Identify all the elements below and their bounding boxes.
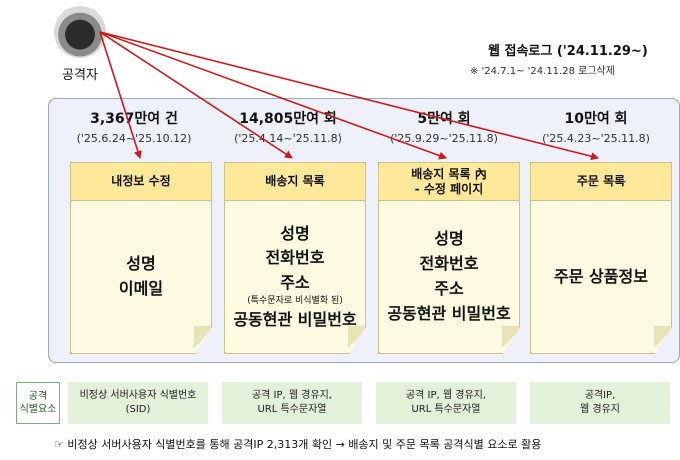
card-2-note: (특수문자로 비식별화 된) <box>247 295 343 306</box>
card-my-info-edit: 내정보 수정 성명 이메일 <box>70 162 212 354</box>
footer-note: ☞ 비정상 서버사용자 식별번호를 통해 공격IP 2,313개 확인 → 배송… <box>54 438 542 451</box>
attacker-label: 공격자 <box>62 68 98 83</box>
card-shipping-list: 배송지 목록 성명 전화번호 주소 (특수문자로 비식별화 된) 공동현관 비밀… <box>224 162 366 354</box>
column-2-header: 14,805만여 회 ('25.4.14~'25.11.8) <box>214 108 362 145</box>
card-shipping-edit-page: 배송지 목록 內 - 수정 페이지 성명 전화번호 주소 공동현관 비밀번호 <box>378 162 520 354</box>
weblog-note: ※ '24.7.1~ '24.11.28 로그삭제 <box>470 66 615 77</box>
weblog-title: 웹 접속로그 ('24.11.29~) <box>488 44 648 59</box>
card-2-item: 공동현관 비밀번호 <box>233 309 357 329</box>
column-3-period: ('25.9.29~'25.11.8) <box>390 132 498 145</box>
identifier-box-3: 공격 IP, 웹 경유지, URL 특수문자열 <box>376 382 516 424</box>
arrow-to-order-list <box>99 31 599 161</box>
card-4-caption: 주문 목록 <box>531 163 671 201</box>
card-4-item: 주문 상품정보 <box>554 266 648 286</box>
column-4-count: 10만여 회 <box>564 111 628 127</box>
hooded-hacker-icon <box>54 6 106 58</box>
column-4-period: ('25.4.23~'25.11.8) <box>542 132 650 145</box>
card-1-item: 성명 <box>126 254 156 274</box>
identifier-row-label: 공격 식별요소 <box>16 382 60 424</box>
card-3-item: 주소 <box>434 279 464 298</box>
card-3-item: 전화번호 <box>419 254 479 274</box>
card-1-caption: 내정보 수정 <box>71 163 211 201</box>
card-3-caption: 배송지 목록 內 - 수정 페이지 <box>379 163 519 201</box>
arrow-to-shipping-list <box>99 31 293 159</box>
identifier-box-4: 공격IP, 웹 경유지 <box>530 382 670 424</box>
identifier-box-2: 공격 IP, 웹 경유지, URL 특수문자열 <box>222 382 362 424</box>
card-3-item: 성명 <box>434 229 464 249</box>
column-2-period: ('25.4.14~'25.11.8) <box>234 132 342 145</box>
card-2-item: 전화번호 <box>265 248 325 268</box>
attacker: 공격자 <box>42 6 118 83</box>
card-3-item: 공동현관 비밀번호 <box>387 303 511 323</box>
card-2-item: 성명 <box>280 223 310 243</box>
arrow-to-my-info-edit <box>99 31 142 159</box>
card-2-item: 주소 <box>280 273 310 293</box>
identifier-box-1: 비정상 서버사용자 식별번호 (SID) <box>68 382 208 424</box>
card-order-list: 주문 목록 주문 상품정보 <box>530 162 672 354</box>
arrow-to-shipping-edit-page <box>99 31 447 160</box>
card-1-item: 이메일 <box>118 279 164 298</box>
column-1-count: 3,367만여 건 <box>90 111 178 127</box>
column-2-count: 14,805만여 회 <box>239 111 337 127</box>
column-4-header: 10만여 회 ('25.4.23~'25.11.8) <box>522 108 670 145</box>
card-2-caption: 배송지 목록 <box>225 163 365 201</box>
